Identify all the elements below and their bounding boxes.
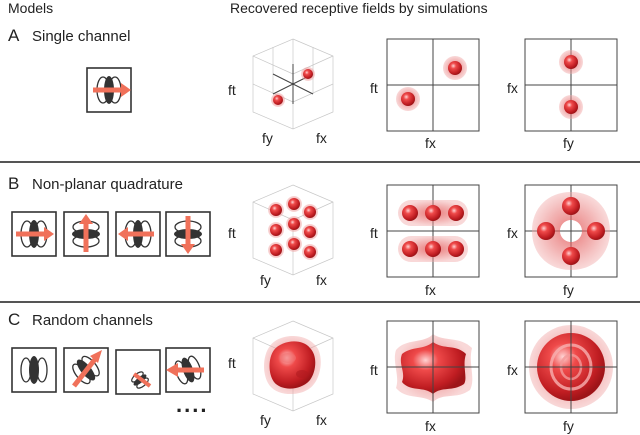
axis-label-fy: fy — [563, 135, 574, 151]
axis-label-fx: fx — [316, 412, 327, 428]
axis-label-fy: fy — [262, 130, 273, 146]
separator-a-b — [0, 161, 640, 163]
row-a-letter: A — [8, 26, 20, 45]
row-b-fx-fy-plot — [524, 184, 618, 278]
axis-label-ft: ft — [370, 80, 378, 96]
row-c-title: Random channels — [32, 312, 153, 329]
axis-label-fx: fx — [425, 418, 436, 434]
rf-blob — [564, 100, 578, 114]
axis-label-fy: fy — [260, 412, 271, 428]
single-channel-model-icon — [86, 67, 132, 113]
row-c-3d-plot — [252, 320, 334, 412]
more-channels-ellipsis: .... — [176, 392, 209, 417]
axis-label-ft: ft — [228, 225, 236, 241]
axis-label-fx: fx — [316, 272, 327, 288]
fields-header: Recovered receptive fields by simulation… — [230, 0, 488, 16]
axis-label-fy: fy — [563, 282, 574, 298]
axis-label-fx: fx — [316, 130, 327, 146]
gabor-channel-icon — [11, 211, 57, 257]
random-channels-models — [11, 347, 211, 395]
non-planar-quadrature-models — [11, 211, 211, 257]
axis-label-fx: fx — [507, 362, 518, 378]
axis-label-fx: fx — [507, 80, 518, 96]
row-c-fx-fy-plot — [524, 320, 618, 414]
row-c-letter: C — [8, 310, 21, 329]
row-a-fx-fy-plot — [524, 38, 618, 132]
rf-blob — [273, 95, 283, 105]
gabor-channel-icon — [63, 347, 109, 393]
axis-label-fy: fy — [563, 418, 574, 434]
row-b-ft-fx-plot — [386, 184, 480, 278]
gabor-channel-icon — [115, 211, 161, 257]
axis-label-fx: fx — [425, 135, 436, 151]
gabor-channel-icon — [165, 211, 211, 257]
axis-label-ft: ft — [370, 362, 378, 378]
axis-label-fx: fx — [425, 282, 436, 298]
axis-label-ft: ft — [228, 82, 236, 98]
axis-label-fx: fx — [507, 225, 518, 241]
row-b-letter: B — [8, 174, 20, 193]
row-b-3d-plot — [252, 184, 334, 276]
row-a-3d-plot — [252, 38, 334, 130]
axis-label-ft: ft — [228, 355, 236, 371]
gabor-channel-icon — [63, 211, 109, 257]
axis-label-fy: fy — [260, 272, 271, 288]
gabor-channel-icon — [115, 349, 161, 395]
row-a-title: Single channel — [32, 28, 131, 45]
rf-blob — [564, 55, 578, 69]
gabor-channel-icon — [11, 347, 57, 393]
rf-blob — [448, 61, 462, 75]
row-a-ft-fx-plot — [386, 38, 480, 132]
models-header: Models — [8, 0, 54, 16]
axis-label-ft: ft — [370, 225, 378, 241]
separator-b-c — [0, 301, 640, 303]
rf-blob — [401, 92, 415, 106]
row-b-title: Non-planar quadrature — [32, 176, 183, 193]
rf-blob — [303, 69, 313, 79]
gabor-channel-icon — [165, 347, 211, 393]
row-c-ft-fx-plot — [386, 320, 480, 414]
